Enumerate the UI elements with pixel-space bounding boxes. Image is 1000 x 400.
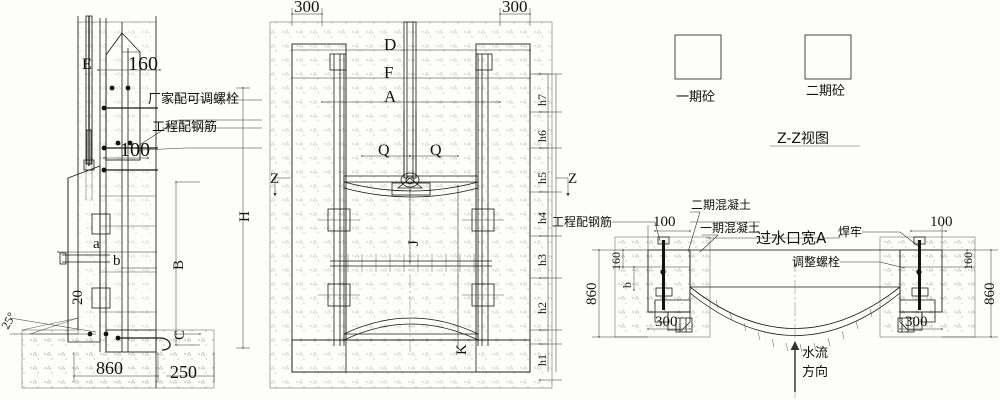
mid-first-stage-concrete: [269, 21, 553, 389]
left-anchor-bolts: [87, 85, 171, 351]
label-zz-100-left: 100: [653, 214, 676, 230]
label-left-860: 860: [96, 358, 123, 378]
zz-arc-ticks: [715, 299, 873, 353]
left-detail-ticks: [100, 195, 156, 331]
mid-stiffener: [330, 254, 492, 272]
mid-gate-leaf: [330, 175, 492, 342]
label-legend-first-stage: 一期砼: [676, 90, 715, 105]
label-mid-A: A: [384, 87, 397, 106]
label-zz-100-right: 100: [930, 214, 953, 230]
left-gate-body: [59, 165, 111, 343]
label-mid-section-z-right: Z: [568, 171, 577, 187]
zz-seat-details: [654, 299, 936, 333]
label-left-20: 20: [70, 290, 86, 305]
label-zz-adjusting-bolt: 调整螺栓: [792, 254, 840, 269]
label-left-C: C: [172, 330, 188, 340]
legend-block: [674, 34, 860, 147]
label-mid-h7: h7: [535, 94, 549, 106]
mid-bearing-blocks: [318, 208, 504, 307]
label-adjustable-bolt: 厂家配可调螺栓: [148, 91, 239, 107]
zz-dimension-lines: [592, 225, 998, 338]
label-left-B: B: [171, 260, 187, 270]
label-zz-second-stage: 二期混凝土: [691, 197, 751, 212]
left-25deg-wedge: [9, 317, 97, 335]
label-left-100: 100: [120, 139, 150, 161]
label-left-E: E: [82, 56, 92, 73]
left-dimension-lines: [57, 69, 250, 382]
zz-adjusting-bolts: [655, 236, 929, 310]
label-mid-h4: h4: [535, 212, 549, 224]
label-zz-weld-firmly: 焊牢: [838, 224, 862, 239]
label-mid-Q-right: Q: [430, 142, 442, 159]
left-annotation-leaders: [137, 99, 262, 151]
label-left-b: b: [113, 253, 121, 269]
label-section-view-title: Z-Z视图: [777, 131, 829, 147]
label-left-angle25: 25°: [0, 310, 19, 332]
label-mid-h1: h1: [535, 354, 549, 366]
label-zz-first-stage: 一期混凝土: [700, 220, 760, 235]
label-zz-860-left: 860: [584, 283, 600, 306]
label-zz-160-right: 160: [961, 252, 975, 270]
label-mid-F: F: [384, 63, 393, 82]
label-mid-D: D: [384, 35, 396, 54]
middle-front-elevation-view: [269, 8, 570, 389]
label-zz-860-right: 860: [982, 283, 998, 306]
left-hoist-stem: [83, 15, 95, 171]
label-mid-300-left: 300: [294, 0, 320, 16]
label-zz-300-right: 300: [905, 314, 928, 330]
label-zz-b: b: [620, 282, 634, 288]
label-mid-section-z-left: Z: [270, 171, 279, 187]
label-left-250: 250: [170, 362, 197, 382]
label-left-a: a: [93, 236, 100, 252]
label-zz-project-rebar: 工程配钢筋: [552, 214, 612, 229]
label-mid-Q-left: Q: [378, 142, 390, 159]
mid-horizontal-dimensions: [291, 8, 531, 349]
label-left-160: 160: [128, 53, 158, 75]
zz-annotation-leaders: [612, 211, 919, 269]
mid-vertical-dimension-ladder: [530, 73, 562, 381]
left-side-elevation-view: [9, 15, 262, 389]
label-legend-second-stage: 二期砼: [806, 84, 845, 99]
label-zz-flow-line1: 水流: [802, 346, 828, 361]
label-mid-h6: h6: [535, 130, 549, 142]
label-mid-h2: h2: [535, 302, 549, 314]
zz-section-view: [592, 211, 998, 398]
label-mid-h3: h3: [535, 254, 549, 266]
label-zz-300-left: 300: [655, 314, 678, 330]
label-mid-K: K: [454, 344, 470, 355]
label-mid-J: J: [406, 240, 422, 246]
label-mid-300-right: 300: [502, 0, 528, 16]
label-zz-flow-line2: 方向: [802, 364, 828, 380]
mid-section-markers: [273, 177, 570, 197]
label-left-H: H: [237, 211, 253, 222]
label-mid-h5: h5: [535, 172, 549, 184]
label-project-rebar-left: 工程配钢筋: [152, 119, 217, 135]
label-zz-160-left: 160: [609, 252, 623, 270]
label-zz-opening-width: 过水口宽A: [756, 229, 827, 247]
